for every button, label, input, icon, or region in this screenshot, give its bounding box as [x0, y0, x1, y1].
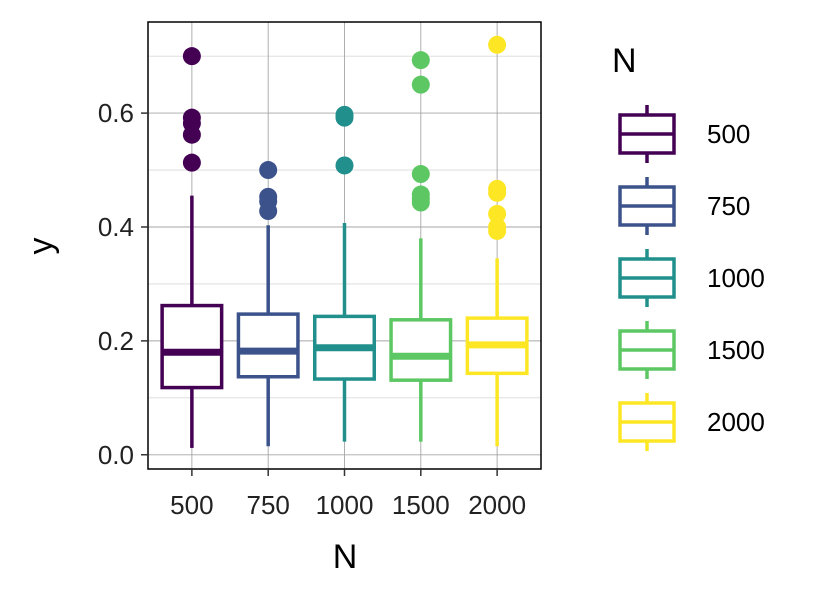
- y-axis: 0.0 0.2 0.4 0.6: [98, 98, 148, 470]
- outlier-point: [182, 153, 201, 172]
- legend-item-750: 750: [618, 177, 750, 235]
- box-series: [160, 35, 529, 448]
- legend-item-2000: 2000: [618, 393, 765, 451]
- x-tick-label: 1000: [316, 490, 374, 520]
- legend-item-1500: 1500: [618, 321, 765, 379]
- outlier-point: [488, 179, 507, 198]
- x-tick-label: 750: [246, 490, 289, 520]
- box-1000: [312, 105, 377, 442]
- legend-title: N: [612, 42, 637, 80]
- legend-label: 750: [707, 191, 750, 221]
- x-tick-label: 2000: [468, 490, 526, 520]
- legend-label: 1000: [707, 263, 765, 293]
- y-tick-label: 0.2: [98, 326, 134, 356]
- legend-items: 500 750 1000 1500 2000: [618, 105, 765, 451]
- iqr-box: [236, 312, 300, 379]
- y-tick-label: 0.0: [98, 440, 134, 470]
- outlier-point: [488, 217, 507, 236]
- y-axis-title: y: [22, 238, 60, 255]
- outlier-point: [411, 51, 430, 70]
- y-tick-label: 0.6: [98, 98, 134, 128]
- x-axis: 500 750 1000 1500 2000: [170, 469, 526, 520]
- box-2000: [465, 35, 529, 447]
- outlier-point: [259, 161, 278, 180]
- outlier-point: [411, 75, 430, 94]
- legend: N 500 750 1000 1500 2000: [612, 42, 765, 451]
- outlier-point: [335, 156, 354, 175]
- outlier-point: [411, 165, 430, 184]
- x-axis-title: N: [333, 538, 358, 576]
- box-500: [160, 47, 224, 448]
- legend-label: 1500: [707, 335, 765, 365]
- outlier-point: [182, 47, 201, 66]
- outlier-point: [259, 187, 278, 206]
- iqr-box: [389, 318, 453, 382]
- box-750: [236, 161, 300, 447]
- y-tick-label: 0.4: [98, 212, 134, 242]
- outlier-point: [488, 204, 507, 223]
- legend-label: 2000: [707, 407, 765, 437]
- legend-item-500: 500: [618, 105, 750, 163]
- plot-panel: [147, 21, 542, 470]
- outlier-point: [411, 185, 430, 204]
- outlier-point: [335, 105, 354, 124]
- legend-label: 500: [707, 119, 750, 149]
- x-tick-label: 500: [170, 490, 213, 520]
- legend-item-1000: 1000: [618, 249, 765, 307]
- x-tick-label: 1500: [392, 490, 450, 520]
- iqr-box: [160, 303, 224, 390]
- outlier-point: [488, 35, 507, 54]
- box-1500: [389, 51, 453, 442]
- outlier-point: [182, 108, 201, 127]
